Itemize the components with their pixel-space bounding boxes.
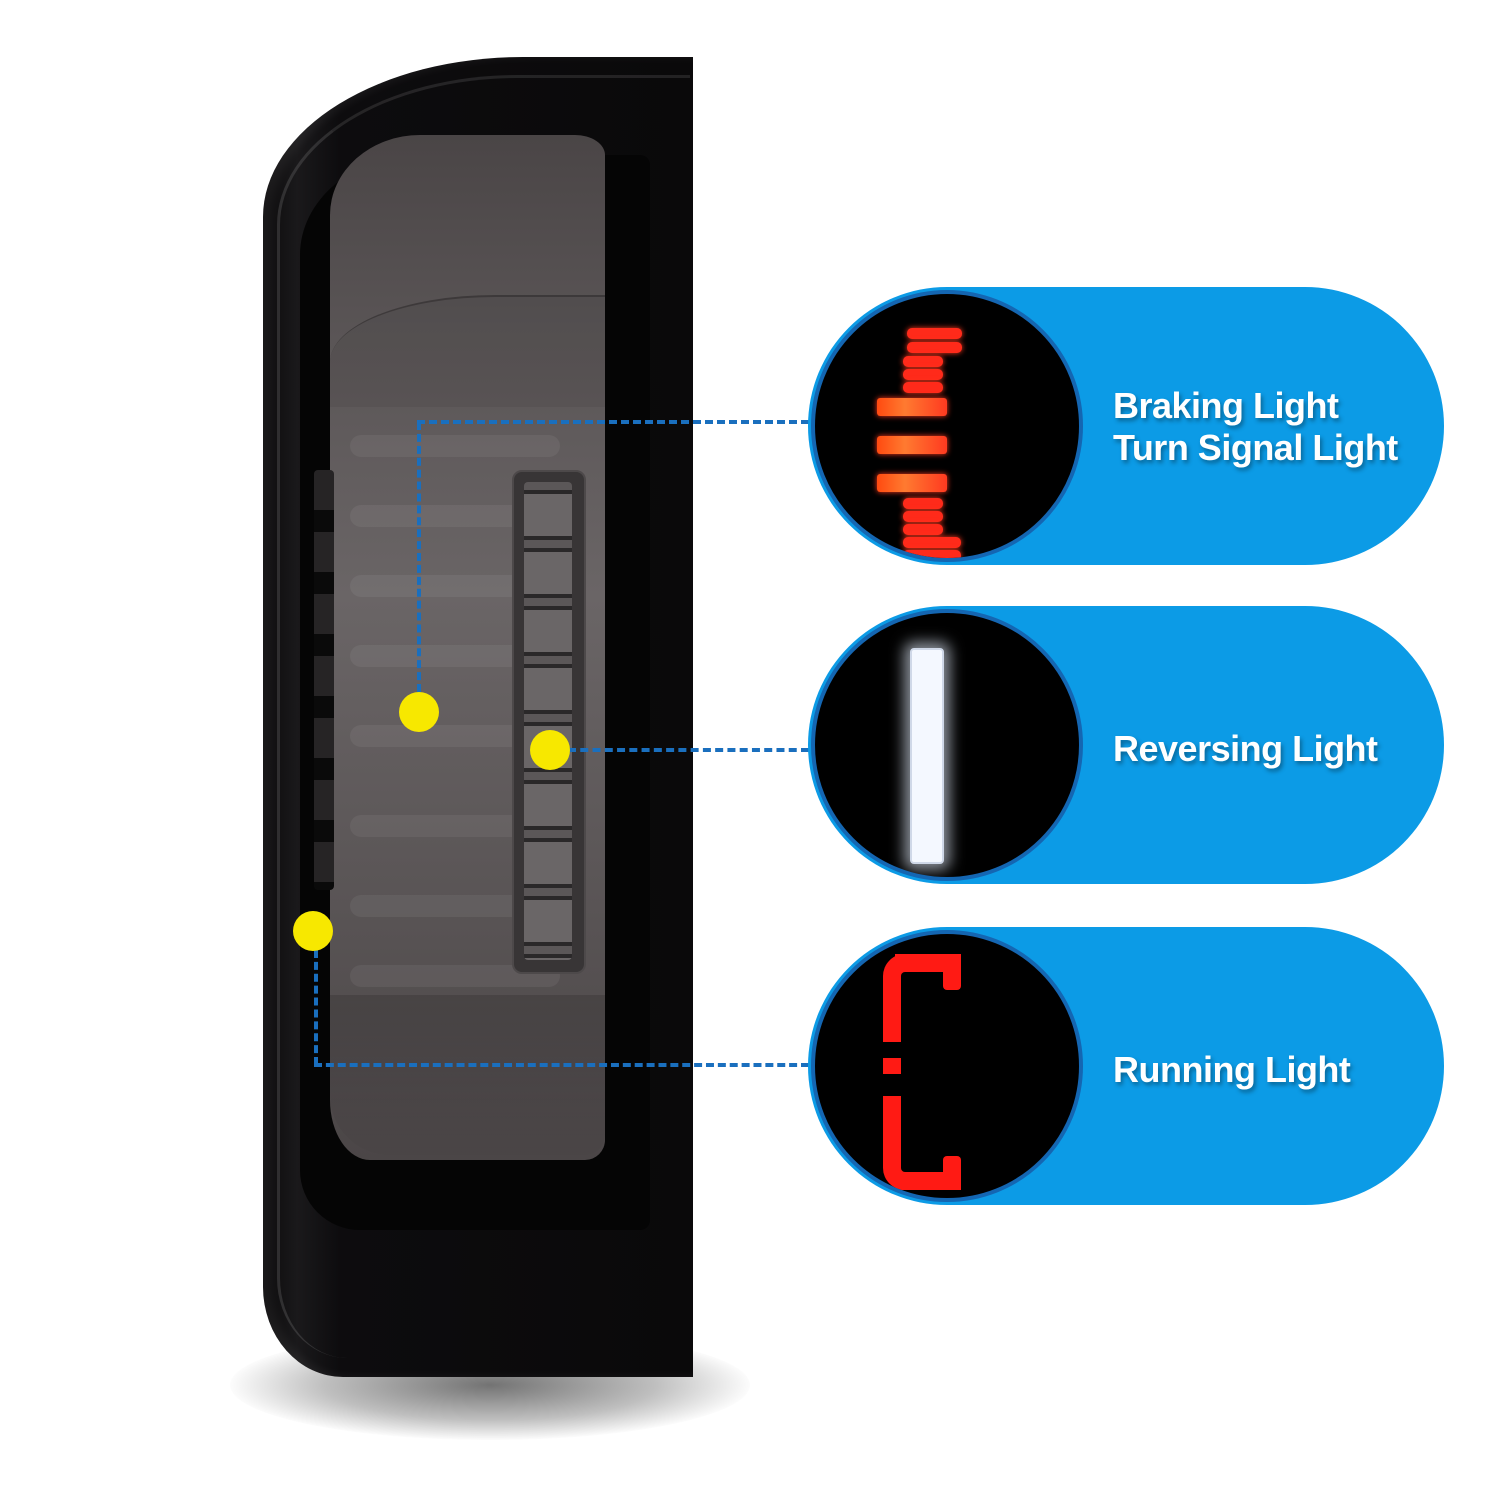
tail-light-lens: [330, 135, 605, 1160]
reverse-led-glow: [910, 648, 944, 864]
callout-running: Running Light: [808, 927, 1444, 1205]
indicator-dot-running: [293, 911, 333, 951]
reverse-led-strip: [524, 482, 572, 960]
connector-braking-vertical: [417, 422, 421, 692]
lens-band: [350, 895, 560, 917]
callout-reversing: Reversing Light: [808, 606, 1444, 884]
callout-label: Reversing Light: [1113, 728, 1378, 770]
connector-reversing-horizontal: [568, 748, 809, 752]
label-turn-signal-light: Turn Signal Light: [1113, 427, 1398, 468]
lens-band: [350, 435, 560, 457]
reverse-light-housing: [512, 470, 586, 974]
lens-band: [350, 575, 560, 597]
indicator-dot-braking: [399, 692, 439, 732]
callout-label: Running Light: [1113, 1049, 1351, 1091]
running-light-bracket: [883, 954, 945, 1190]
braking-light-photo: [811, 290, 1083, 562]
label-running-light: Running Light: [1113, 1049, 1351, 1090]
label-reversing-light: Reversing Light: [1113, 728, 1378, 769]
lens-band: [350, 725, 560, 747]
running-light-tabs: [314, 470, 334, 890]
callout-braking-turn: Braking Light Turn Signal Light: [808, 287, 1444, 565]
tail-light-housing-edge: [277, 75, 690, 1358]
lens-band: [350, 505, 560, 527]
running-light-photo: [811, 930, 1083, 1202]
label-braking-light: Braking Light: [1113, 385, 1339, 426]
connector-running-vertical: [314, 950, 318, 1065]
reversing-light-photo: [811, 609, 1083, 881]
lens-band: [350, 645, 560, 667]
lens-upper-contour: [330, 295, 605, 407]
connector-braking-horizontal: [417, 420, 809, 424]
lens-band: [350, 965, 560, 987]
connector-running-horizontal: [314, 1063, 809, 1067]
lens-band: [350, 815, 560, 837]
indicator-dot-reversing: [530, 730, 570, 770]
callout-label: Braking Light Turn Signal Light: [1113, 385, 1398, 469]
lens-lower-contour: [330, 995, 605, 1155]
